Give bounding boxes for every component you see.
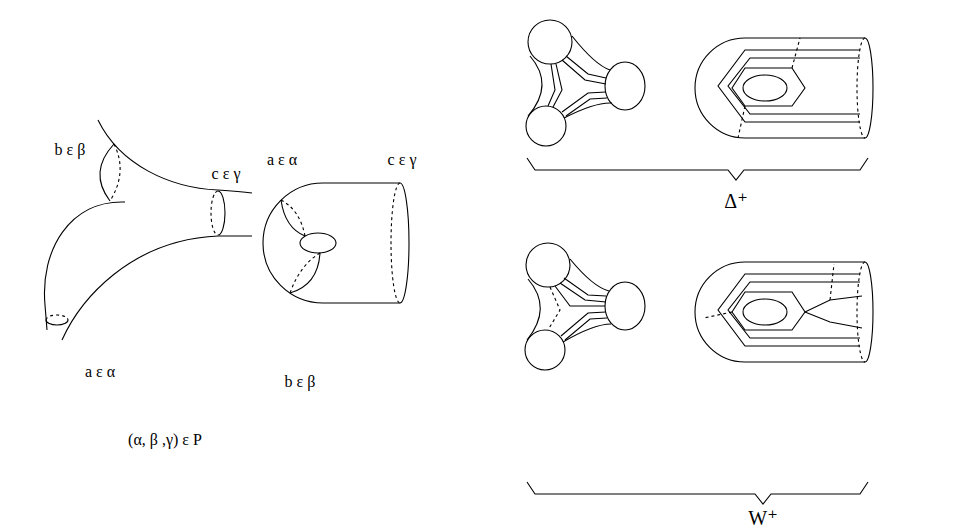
line-art — [718, 50, 860, 122]
line-art — [830, 264, 834, 300]
line-art — [792, 38, 800, 68]
figure-label: a ε α — [85, 363, 115, 381]
line-art — [865, 38, 873, 138]
line-art — [528, 56, 542, 116]
line-art — [528, 20, 572, 64]
pants-surface — [263, 183, 409, 303]
pants-surface — [44, 120, 252, 340]
line-art — [400, 183, 409, 303]
figure-label: Δ⁺ — [724, 190, 747, 212]
line-art — [857, 38, 865, 138]
line-art — [743, 299, 787, 325]
line-art — [695, 38, 865, 138]
line-art — [218, 191, 225, 235]
line-art — [560, 283, 606, 302]
line-art — [263, 183, 400, 303]
pants-surface — [695, 262, 873, 362]
pants-surface — [525, 243, 645, 370]
line-art — [290, 253, 320, 293]
line-art — [566, 98, 607, 116]
line-art — [564, 278, 606, 296]
line-art — [566, 56, 606, 78]
line-art — [46, 315, 68, 320]
line-art — [110, 144, 120, 201]
figure-label: a ε α — [267, 151, 297, 169]
figure-label: W⁺ — [748, 507, 777, 529]
line-art — [281, 200, 305, 236]
line-art — [565, 318, 607, 340]
figure-label: c ε γ — [388, 151, 417, 169]
figure-label: b ε β — [55, 141, 86, 159]
line-art — [44, 202, 125, 330]
line-art — [98, 120, 252, 193]
line-art — [743, 75, 787, 101]
pants-surface — [526, 20, 645, 146]
brace — [527, 158, 868, 180]
figure-label: c ε γ — [212, 165, 241, 183]
line-art — [525, 330, 565, 370]
line-art — [526, 106, 566, 146]
line-art — [211, 191, 218, 235]
line-art — [563, 324, 611, 342]
line-art — [300, 233, 336, 253]
line-art — [555, 286, 605, 306]
line-art — [391, 183, 400, 303]
line-art — [732, 292, 805, 330]
line-art — [704, 312, 732, 318]
line-art — [738, 106, 745, 138]
line-art — [548, 64, 555, 106]
line-art — [605, 282, 645, 330]
line-art — [526, 243, 570, 287]
line-art — [695, 262, 865, 362]
brace — [527, 482, 868, 504]
line-art — [290, 253, 320, 293]
line-art — [805, 296, 862, 312]
line-art — [527, 279, 540, 340]
line-art — [857, 262, 865, 362]
line-art — [865, 262, 873, 362]
figure-label: b ε β — [285, 373, 316, 391]
line-art — [562, 60, 606, 84]
line-art — [281, 200, 305, 236]
figure-label: (α, β ,γ) ε P — [128, 431, 202, 449]
line-art — [728, 282, 860, 338]
line-art — [718, 274, 860, 346]
line-art — [100, 144, 114, 201]
line-art — [732, 68, 805, 106]
line-art — [548, 287, 560, 330]
line-art — [805, 312, 862, 328]
line-art — [562, 92, 606, 112]
line-art — [62, 236, 252, 340]
pants-surface — [695, 38, 873, 138]
line-art — [46, 320, 68, 325]
line-art — [728, 58, 860, 114]
